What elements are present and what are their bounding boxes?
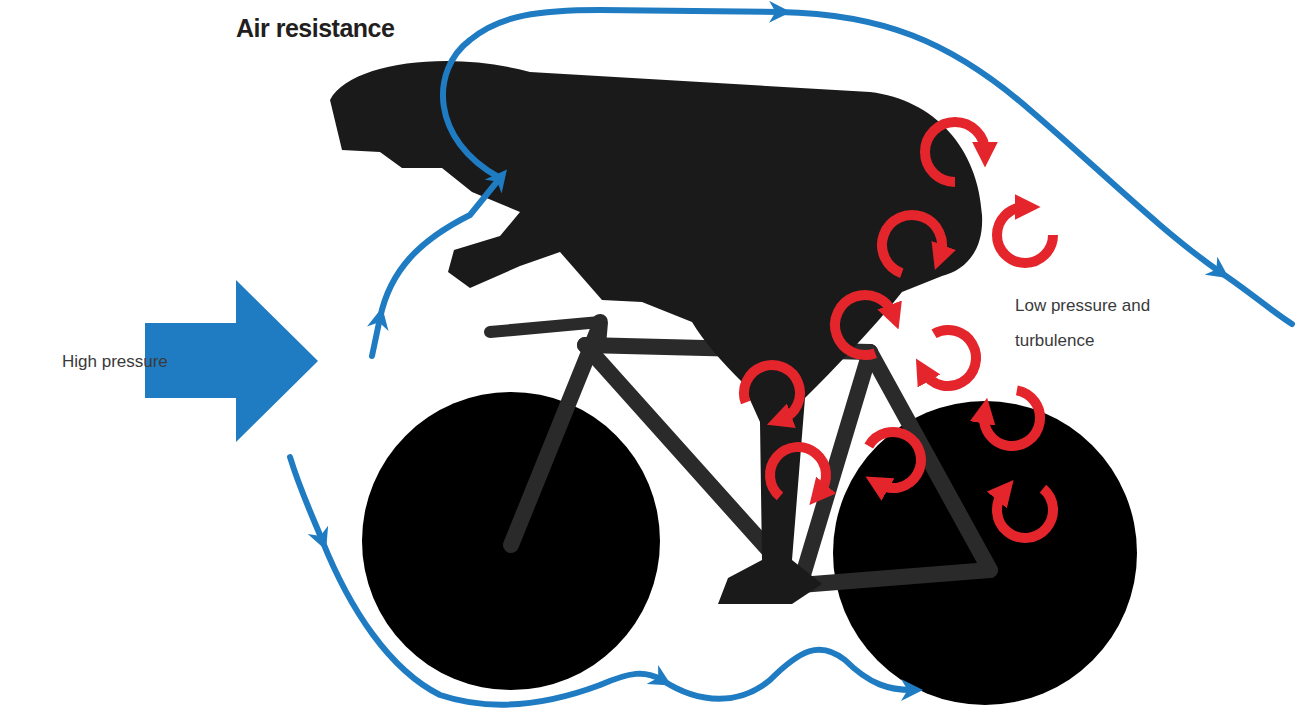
diagram-title: Air resistance: [236, 14, 394, 43]
rider-silhouette: [330, 61, 982, 604]
swirl-arrow: [736, 357, 808, 429]
chain-stay: [800, 570, 990, 585]
swirl-arrow: [986, 471, 1065, 550]
airflow-line: [290, 457, 322, 540]
airflow-line: [443, 10, 780, 178]
swirl-arrow: [997, 207, 1053, 263]
airflow-lines: [290, 10, 1292, 705]
region-label: High pressure: [62, 344, 168, 379]
swirl-arrow: [759, 436, 838, 515]
swirl-arrow: [925, 122, 985, 182]
handlebar: [490, 322, 600, 332]
airflow-line: [780, 12, 1220, 272]
airflow-line: [380, 178, 500, 318]
swirl-arrow: [855, 422, 931, 498]
swirl-arrow: [827, 287, 904, 364]
fork: [511, 330, 598, 545]
swirl-arrow: [910, 320, 986, 396]
region-label: Low pressure and turbulence: [1015, 288, 1180, 358]
swirl-arrow: [874, 207, 951, 284]
pressure-arrow: [145, 280, 318, 442]
head-tube: [598, 322, 600, 345]
airflow-line: [1220, 272, 1292, 324]
airflow-line: [662, 650, 912, 699]
airflow-line: [372, 318, 380, 356]
airflow-line: [322, 540, 662, 705]
swirl-arrow: [980, 386, 1045, 451]
